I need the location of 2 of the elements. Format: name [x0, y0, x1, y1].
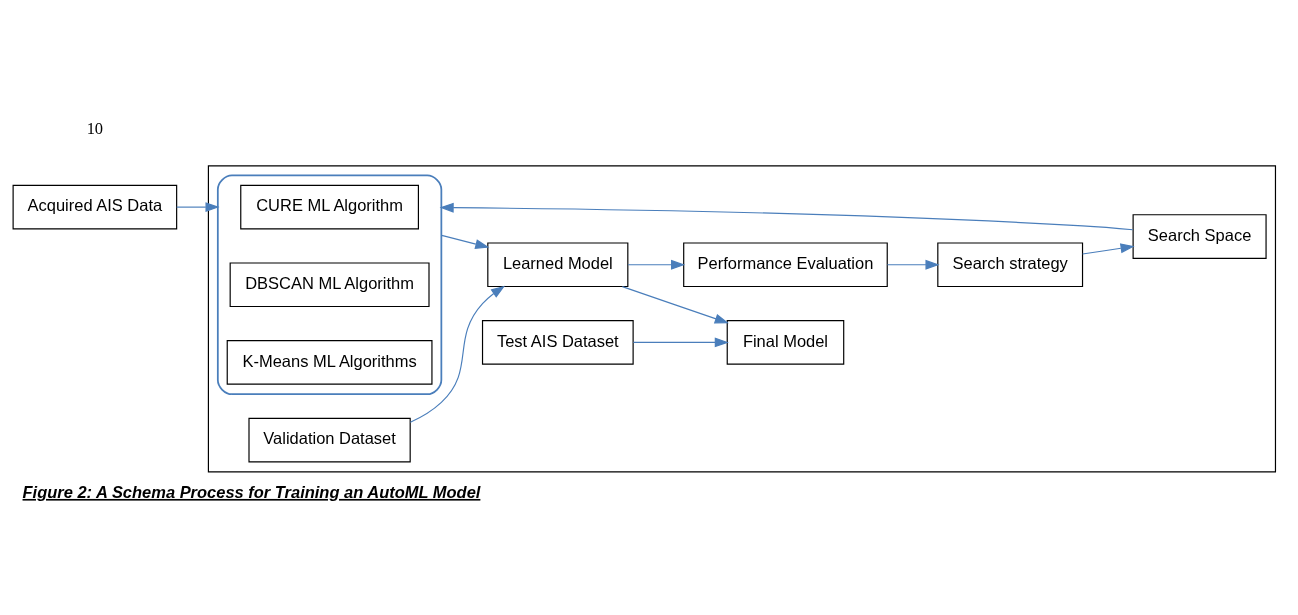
caption: Figure 2: A Schema Process for Training an AutoML Model — [22, 482, 481, 501]
label: 10 — [86, 118, 104, 138]
